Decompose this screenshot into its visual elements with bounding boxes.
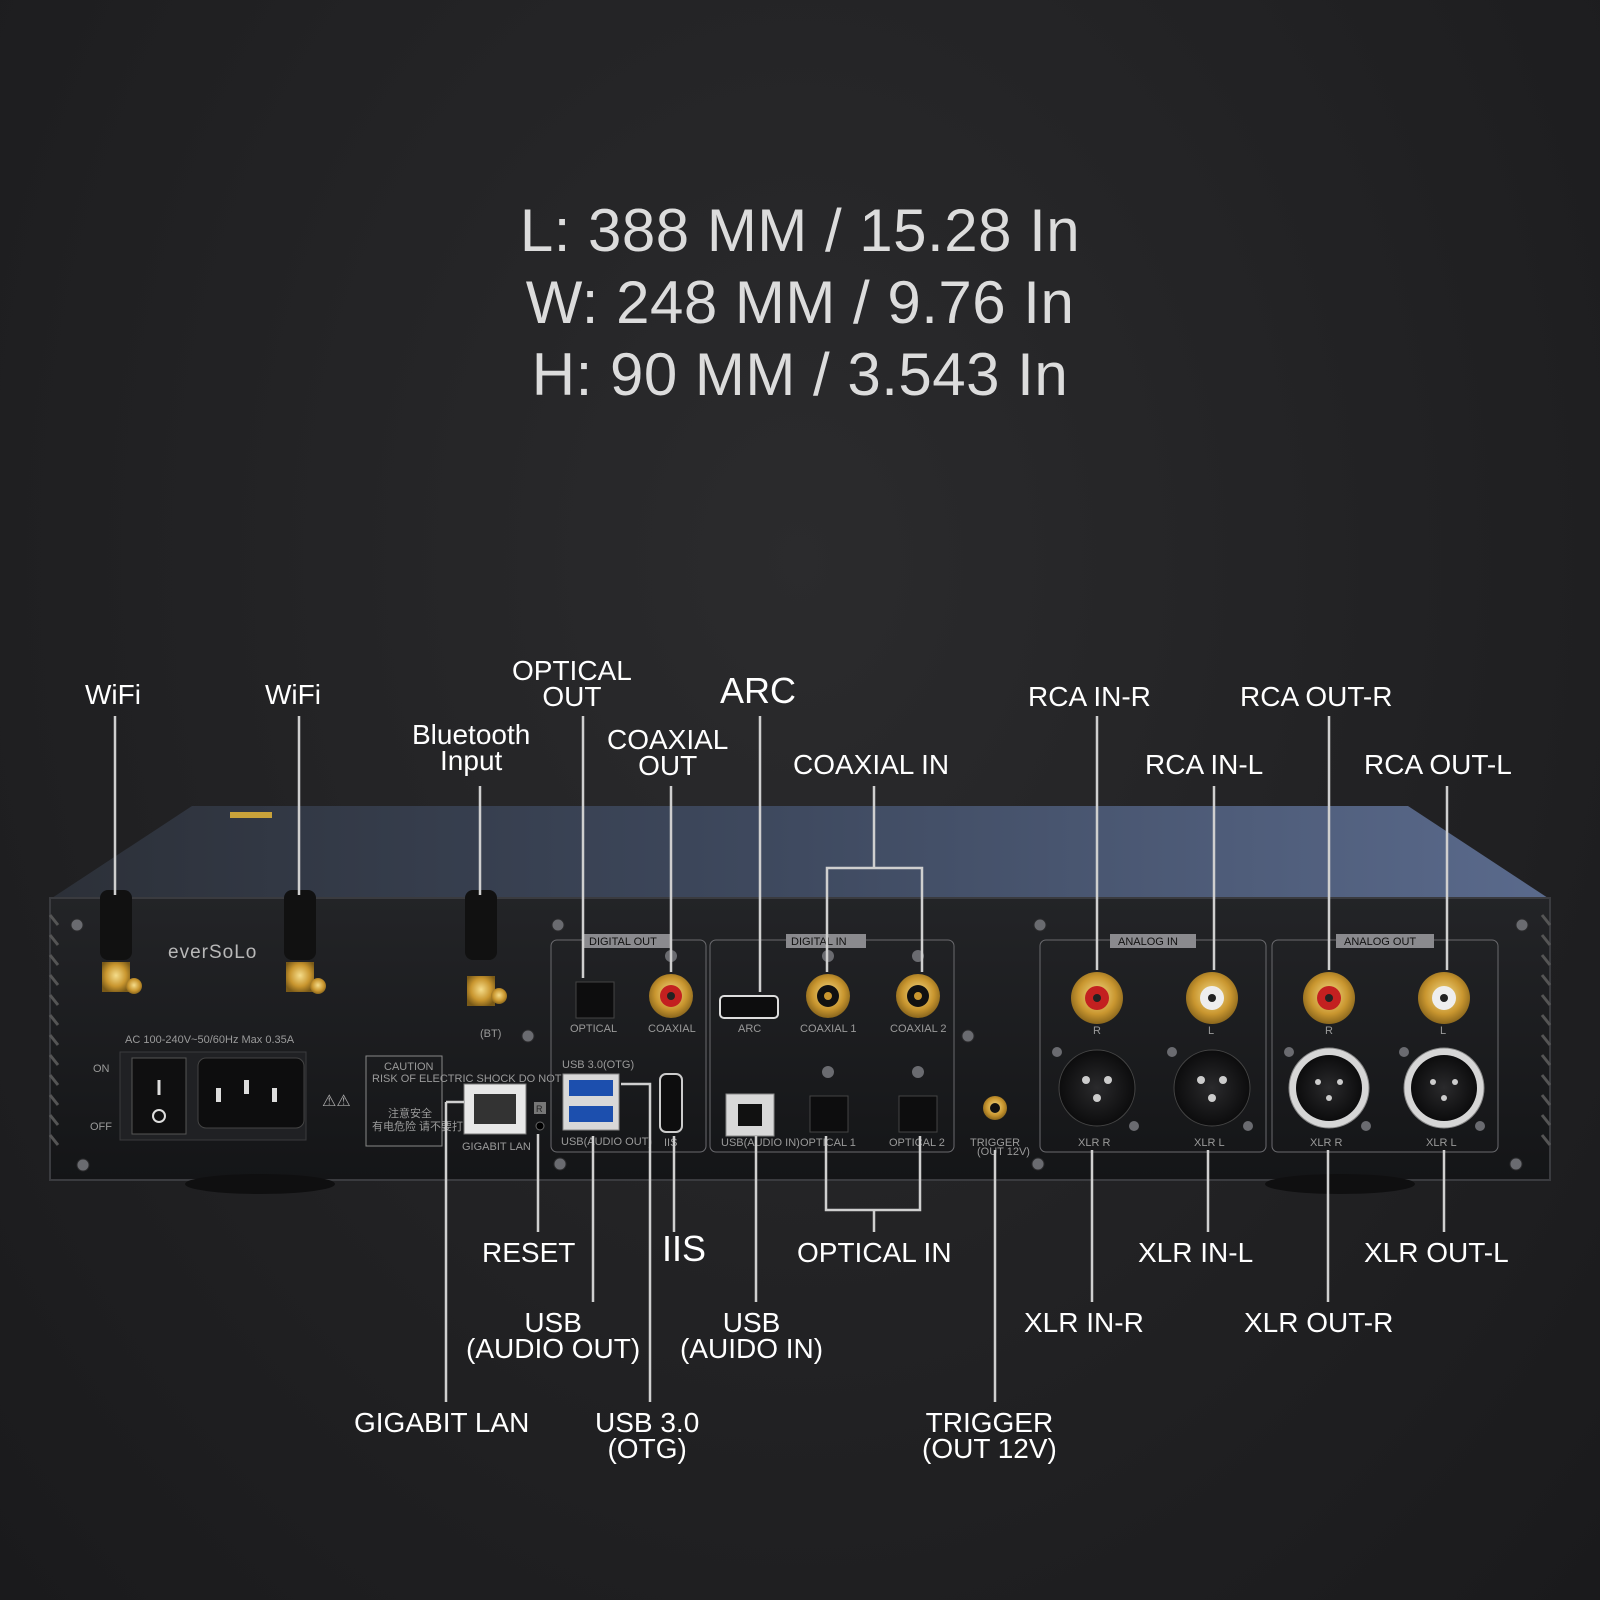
svg-text:USB(AUDIO OUT): USB(AUDIO OUT) bbox=[561, 1136, 652, 1148]
svg-text:OPTICAL 1: OPTICAL 1 bbox=[800, 1137, 856, 1149]
callout-arc: ARC bbox=[720, 670, 797, 711]
callout-xlr-in-r: XLR IN-R bbox=[1024, 1307, 1144, 1338]
callout-wifi-2: WiFi bbox=[265, 679, 321, 710]
optical-in-2-port[interactable] bbox=[898, 1095, 938, 1133]
svg-text:USB 3.0(OTG): USB 3.0(OTG) bbox=[562, 1059, 634, 1071]
svg-text:COAXIAL 1: COAXIAL 1 bbox=[800, 1023, 856, 1035]
leader-lines bbox=[113, 716, 1449, 1402]
svg-text:IIS: IIS bbox=[664, 1137, 677, 1149]
callout-usb-audio-in-line2: (AUIDO IN) bbox=[680, 1333, 824, 1364]
reset-mark bbox=[534, 1102, 546, 1114]
callout-usb-audio-out-line1: USB bbox=[524, 1307, 582, 1338]
svg-text:RISK OF ELECTRIC SHOCK DO NOT: RISK OF ELECTRIC SHOCK DO NOT OPEN bbox=[372, 1073, 596, 1085]
digital-in-header: DIGITAL IN bbox=[791, 936, 847, 948]
callout-rca-in-l: RCA IN-L bbox=[1145, 749, 1264, 780]
wifi-antenna-2 bbox=[284, 890, 326, 994]
callout-gigabit-lan: GIGABIT LAN bbox=[354, 1407, 530, 1438]
svg-text:OPTICAL: OPTICAL bbox=[570, 1023, 617, 1035]
xlr-in-l-port[interactable] bbox=[1173, 1049, 1251, 1127]
dimension-width: W: 248 MM / 9.76 In bbox=[525, 269, 1075, 336]
svg-text:USB(AUDIO IN): USB(AUDIO IN) bbox=[721, 1137, 800, 1149]
callout-coaxial-out-line1: COAXIAL bbox=[607, 724, 729, 755]
callout-rca-in-r: RCA IN-R bbox=[1028, 681, 1151, 712]
svg-text:L: L bbox=[1208, 1025, 1214, 1037]
brand-logo: everSoLo bbox=[168, 942, 257, 963]
callout-iis: IIS bbox=[662, 1228, 707, 1269]
digital-out-header: DIGITAL OUT bbox=[589, 936, 657, 948]
svg-text:XLR R: XLR R bbox=[1310, 1137, 1342, 1149]
svg-text:XLR L: XLR L bbox=[1194, 1137, 1225, 1149]
analog-in-header: ANALOG IN bbox=[1118, 936, 1178, 948]
svg-text:COAXIAL 2: COAXIAL 2 bbox=[890, 1023, 946, 1035]
foot-right bbox=[1265, 1174, 1415, 1194]
optical-in-1-port[interactable] bbox=[809, 1095, 849, 1133]
dimensions-block: L: 388 MM / 15.28 In W: 248 MM / 9.76 In… bbox=[0, 195, 1600, 411]
callout-optical-in: OPTICAL IN bbox=[797, 1237, 952, 1268]
callout-wifi-1: WiFi bbox=[85, 679, 141, 710]
warning-icons: ⚠⚠ bbox=[322, 1093, 351, 1110]
callout-bluetooth-line1: Bluetooth bbox=[412, 719, 531, 750]
side-vents bbox=[48, 914, 1552, 1146]
top-label-tag bbox=[230, 812, 272, 818]
caution-label bbox=[365, 1055, 443, 1147]
callout-optical-out-line2: OUT bbox=[542, 681, 602, 712]
callout-optical-out: OPTICAL OUT bbox=[512, 655, 632, 712]
callout-usb-audio-out: USB (AUDIO OUT) bbox=[466, 1307, 641, 1364]
svg-text:R: R bbox=[1325, 1025, 1333, 1037]
xlr-in-r-port[interactable] bbox=[1058, 1049, 1136, 1127]
svg-text:TRIGGER: TRIGGER bbox=[970, 1137, 1020, 1149]
callout-xlr-out-l: XLR OUT-L bbox=[1364, 1237, 1509, 1268]
callout-trigger: TRIGGER (OUT 12V) bbox=[922, 1407, 1057, 1464]
callout-usb30-line1: USB 3.0 bbox=[595, 1407, 700, 1438]
callout-coaxial-out-line2: OUT bbox=[638, 750, 698, 781]
svg-text:注意安全: 注意安全 bbox=[388, 1106, 432, 1120]
screws bbox=[70, 918, 1529, 1172]
svg-text:XLR R: XLR R bbox=[1078, 1137, 1110, 1149]
wifi-antenna-1 bbox=[100, 890, 142, 994]
iec-power-inlet bbox=[197, 1057, 305, 1129]
optical-out-port[interactable] bbox=[575, 981, 615, 1019]
callout-usb-audio-out-line2: (AUDIO OUT) bbox=[466, 1333, 641, 1364]
svg-text:OPTICAL 2: OPTICAL 2 bbox=[889, 1137, 945, 1149]
callout-rca-out-l: RCA OUT-L bbox=[1364, 749, 1512, 780]
callout-coaxial-out: COAXIAL OUT bbox=[607, 724, 729, 781]
svg-text:(OUT 12V): (OUT 12V) bbox=[977, 1146, 1030, 1158]
switch-off-label: OFF bbox=[90, 1121, 112, 1133]
callout-usb-audio-in-line1: USB bbox=[722, 1307, 781, 1338]
callout-trigger-line2: (OUT 12V) bbox=[922, 1433, 1057, 1464]
bluetooth-antenna bbox=[465, 890, 507, 1006]
callout-usb-audio-in: USB (AUIDO IN) bbox=[680, 1307, 824, 1364]
svg-text:XLR L: XLR L bbox=[1426, 1137, 1457, 1149]
callout-optical-out-line1: OPTICAL bbox=[512, 655, 632, 686]
callout-rca-out-r: RCA OUT-R bbox=[1240, 681, 1393, 712]
svg-text:CAUTION: CAUTION bbox=[384, 1061, 434, 1073]
svg-text:L: L bbox=[1440, 1025, 1446, 1037]
arc-hdmi-port[interactable] bbox=[719, 995, 779, 1019]
svg-text:ARC: ARC bbox=[738, 1023, 761, 1035]
bt-mark: (BT) bbox=[480, 1028, 501, 1040]
analog-out-header: ANALOG OUT bbox=[1344, 936, 1416, 948]
power-rating: AC 100-240V~50/60Hz Max 0.35A bbox=[125, 1034, 295, 1046]
callout-trigger-line1: TRIGGER bbox=[925, 1407, 1054, 1438]
reset-button[interactable] bbox=[535, 1121, 545, 1131]
svg-text:COAXIAL: COAXIAL bbox=[648, 1023, 696, 1035]
callout-xlr-out-r: XLR OUT-R bbox=[1244, 1307, 1394, 1338]
dimension-length: L: 388 MM / 15.28 In bbox=[519, 197, 1081, 264]
callout-xlr-in-l: XLR IN-L bbox=[1138, 1237, 1254, 1268]
callout-reset: RESET bbox=[482, 1237, 576, 1268]
iis-port[interactable] bbox=[659, 1073, 683, 1133]
svg-text:R: R bbox=[1093, 1025, 1101, 1037]
callout-usb30-otg: USB 3.0 (OTG) bbox=[595, 1407, 700, 1464]
foot-left bbox=[185, 1174, 335, 1194]
svg-text:R: R bbox=[536, 1104, 543, 1114]
dimension-height: H: 90 MM / 3.543 In bbox=[531, 341, 1069, 408]
callout-bluetooth-line2: Input bbox=[440, 745, 503, 776]
callout-usb30-line2: (OTG) bbox=[607, 1433, 687, 1464]
switch-on-label: ON bbox=[93, 1063, 110, 1075]
callout-coaxial-in: COAXIAL IN bbox=[793, 749, 950, 780]
callout-bluetooth-input: Bluetooth Input bbox=[412, 719, 531, 776]
lan-silk: GIGABIT LAN bbox=[462, 1141, 531, 1153]
top-panel bbox=[52, 806, 1548, 898]
